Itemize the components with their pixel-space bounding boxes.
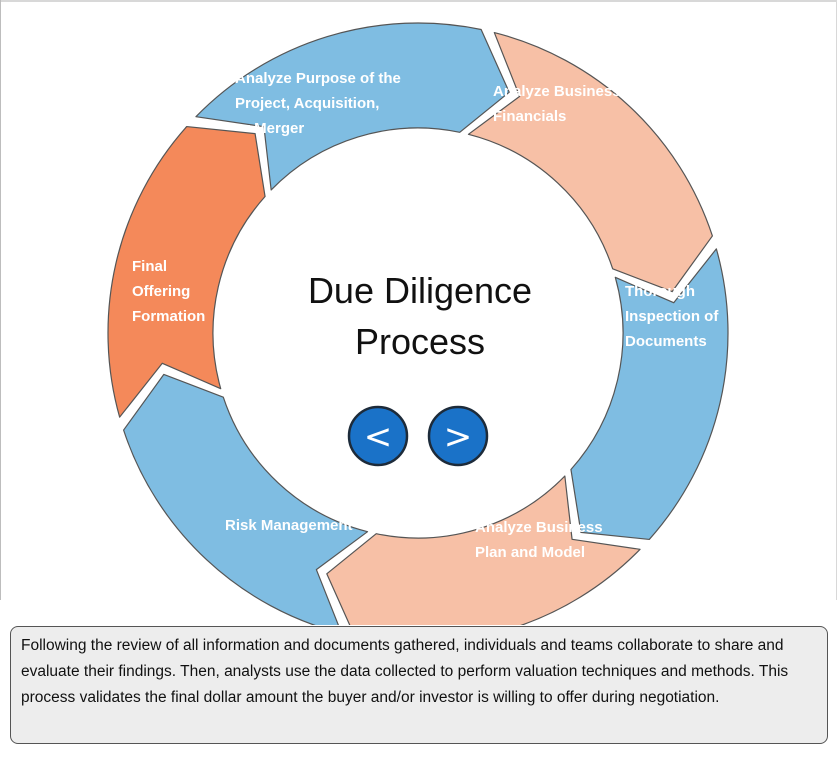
segment-3-label-line-2: Inspection of (625, 308, 719, 325)
next-button[interactable]: > (427, 405, 489, 467)
cycle-segment-4[interactable] (326, 475, 641, 625)
segment-6-label-line-3: Formation (132, 308, 205, 325)
center-title-line-1: Due Diligence (308, 270, 532, 311)
segment-1-label-line-2: Project, Acquisition, (235, 95, 379, 112)
cycle-segment-2[interactable] (467, 31, 714, 293)
segment-6-label-line-2: Offering (132, 283, 190, 300)
cycle-segment-1[interactable] (195, 22, 510, 191)
center-title-line-2: Process (355, 321, 485, 362)
segment-1-label-line-1: Analyze Purpose of the (235, 70, 401, 87)
segment-5-label-line-1: Risk Management (225, 517, 353, 534)
segment-6-label-line-1: Final (132, 258, 167, 275)
step-description-box: Following the review of all information … (10, 626, 828, 744)
previous-button[interactable]: < (347, 405, 409, 467)
frame-left-border (0, 0, 1, 600)
segment-2-label-line-2: Financials (493, 108, 566, 125)
cycle-segment-6[interactable] (107, 125, 266, 418)
segment-4-label-line-1: Analyze Business (475, 519, 603, 536)
segment-2-label-line-1: Analyze Business (493, 83, 621, 100)
cycle-segment-3[interactable] (570, 248, 729, 541)
segment-3-label-line-3: Documents (625, 333, 707, 350)
frame-top-border (0, 0, 837, 2)
chevron-right-icon: > (444, 417, 473, 457)
cycle-segment-5[interactable] (122, 373, 369, 625)
segment-3-label-line-1: Thorough (625, 283, 695, 300)
chevron-left-icon: < (364, 417, 393, 457)
segment-4-label-line-2: Plan and Model (475, 544, 585, 561)
